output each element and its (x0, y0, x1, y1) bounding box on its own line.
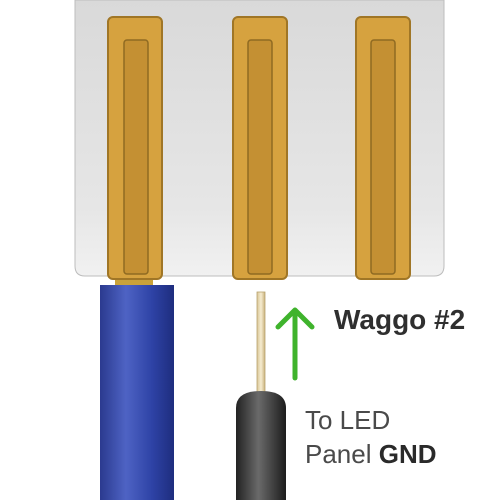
black-wire (236, 291, 286, 500)
connector-label: Waggo #2 (334, 304, 466, 335)
destination-label: To LED Panel GND (305, 403, 437, 471)
destination-prefix: Panel (305, 439, 372, 469)
destination-line-1: To LED (305, 405, 391, 435)
destination-gnd: GND (378, 439, 437, 469)
blue-wire (100, 276, 174, 500)
destination-line-2: Panel GND (305, 437, 437, 471)
lever-3[interactable] (355, 16, 411, 280)
arrow-up-icon (275, 307, 315, 381)
lever-2[interactable] (232, 16, 288, 280)
lever-1[interactable] (107, 16, 163, 280)
